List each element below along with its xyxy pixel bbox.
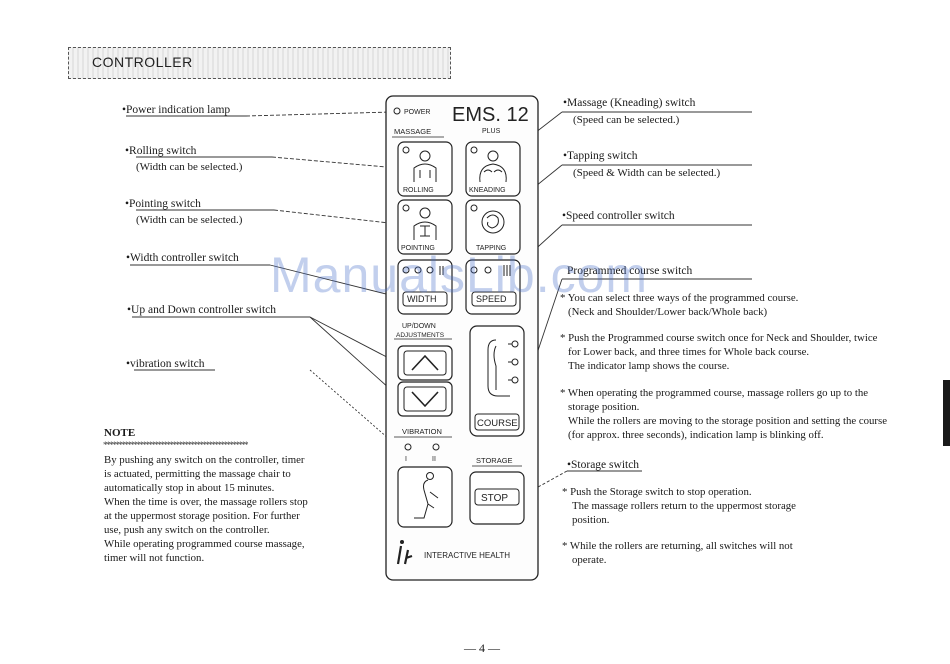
returning-line: operate.: [572, 554, 607, 566]
stop-label: STOP: [481, 493, 508, 504]
course-button[interactable]: COURSE: [469, 325, 525, 437]
rolling-button[interactable]: ROLLING: [397, 141, 453, 197]
label-updown: •Up and Down controller switch: [127, 304, 277, 316]
storage-line: position.: [572, 514, 610, 526]
programmed-line: (Neck and Shoulder/Lower back/Whole back…: [568, 306, 768, 318]
note-line: at the uppermost storage position. For f…: [104, 510, 300, 522]
tapping-button[interactable]: TAPPING: [465, 199, 521, 255]
page-number: — 4 —: [464, 641, 500, 655]
label-pointing-note: (Width can be selected.): [136, 214, 243, 226]
label-speed: •Speed controller switch: [562, 210, 675, 222]
label-tapping-note: (Speed & Width can be selected.): [573, 167, 721, 179]
updown-label-2: ADJUSTMENTS: [396, 332, 445, 339]
label-width: •Width controller switch: [126, 252, 239, 264]
width-button[interactable]: WIDTH: [397, 259, 453, 315]
kneading-button[interactable]: KNEADING: [465, 141, 521, 197]
note-line: is actuated, permitting the massage chai…: [104, 468, 291, 480]
note-line: use, push any switch on the controller.: [104, 524, 270, 536]
note-line: timer will not function.: [104, 552, 205, 564]
storage-stop-button[interactable]: STOP: [469, 471, 525, 525]
rolling-label: ROLLING: [403, 187, 434, 194]
when-description: * When operating the programmed course, …: [560, 386, 887, 442]
arrow-up-icon: [411, 354, 439, 371]
label-power-lamp: •Power indication lamp: [122, 104, 231, 116]
controller-panel: POWER EMS. 12 MASSAGE PLUS ROLLING KNEAD…: [385, 95, 539, 581]
page-edge-tab: [943, 380, 950, 446]
vibration-button[interactable]: [397, 466, 453, 528]
label-rolling-note: (Width can be selected.): [136, 161, 243, 173]
label-massage: •Massage (Kneading) switch: [563, 97, 696, 109]
header-bar: [68, 47, 451, 79]
updown-label-1: UP/DOWN: [402, 323, 436, 330]
brand-name: INTERACTIVE HEALTH: [424, 551, 510, 560]
pointing-label: POINTING: [401, 245, 435, 252]
page-title: CONTROLLER: [92, 54, 193, 70]
label-massage-note: (Speed can be selected.): [573, 114, 680, 126]
push-line: * Push the Programmed course switch once…: [560, 332, 878, 344]
storage-description: * Push the Storage switch to stop operat…: [562, 485, 796, 527]
label-rolling: •Rolling switch: [125, 145, 197, 157]
down-button[interactable]: [397, 381, 453, 417]
returning-description: * While the rollers are returning, all s…: [562, 539, 793, 567]
speed-button[interactable]: SPEED: [465, 259, 521, 315]
note-line: While operating programmed course massag…: [104, 538, 305, 550]
note-line: By pushing any switch on the controller,…: [104, 454, 305, 466]
when-line: While the rollers are moving to the stor…: [568, 415, 888, 427]
up-button[interactable]: [397, 345, 453, 381]
arrow-down-icon: [411, 391, 439, 408]
course-label: COURSE: [477, 418, 518, 429]
label-pointing: •Pointing switch: [125, 198, 201, 210]
note-line: When the time is over, the massage rolle…: [104, 496, 308, 508]
label-storage: •Storage switch: [567, 459, 640, 471]
brand-logo-icon: [396, 540, 413, 565]
power-lamp: [393, 107, 401, 115]
programmed-description: * You can select three ways of the progr…: [560, 291, 798, 319]
note-divider: ****************************************…: [103, 440, 249, 450]
speed-label: SPEED: [476, 294, 507, 304]
programmed-line: * You can select three ways of the progr…: [560, 292, 799, 304]
label-vibration: •vibration switch: [126, 358, 205, 370]
power-label: POWER: [404, 109, 430, 116]
storage-line: The massage rollers return to the upperm…: [572, 500, 796, 512]
storage-line: * Push the Storage switch to stop operat…: [562, 486, 752, 498]
kneading-label: KNEADING: [469, 187, 506, 194]
note-body: By pushing any switch on the controller,…: [104, 453, 354, 565]
width-label: WIDTH: [407, 294, 437, 304]
pointing-button[interactable]: POINTING: [397, 199, 453, 255]
label-programmed: Programmed course switch: [567, 265, 693, 277]
push-description: * Push the Programmed course switch once…: [560, 331, 877, 373]
tapping-label: TAPPING: [476, 245, 506, 252]
model-name: EMS. 12: [452, 104, 529, 126]
storage-section-label: STORAGE: [476, 456, 513, 465]
label-tapping: •Tapping switch: [563, 150, 638, 162]
vibration-section-label: VIBRATION: [402, 427, 442, 436]
note-title: NOTE: [104, 427, 136, 439]
note-line: automatically stop in about 15 minutes.: [104, 482, 275, 494]
push-line: The indicator lamp shows the course.: [568, 360, 730, 372]
massage-section-label: MASSAGE: [394, 127, 431, 136]
push-line: for Lower back, and three times for Whol…: [568, 346, 810, 358]
when-line: storage position.: [568, 401, 640, 413]
when-line: (for approx. three seconds), indication …: [568, 429, 824, 441]
vibration-lamp-1-label: I: [405, 456, 407, 463]
plus-section-label: PLUS: [482, 128, 501, 135]
returning-line: * While the rollers are returning, all s…: [562, 540, 793, 552]
when-line: * When operating the programmed course, …: [560, 387, 869, 399]
vibration-lamp-2-label: II: [432, 456, 436, 463]
